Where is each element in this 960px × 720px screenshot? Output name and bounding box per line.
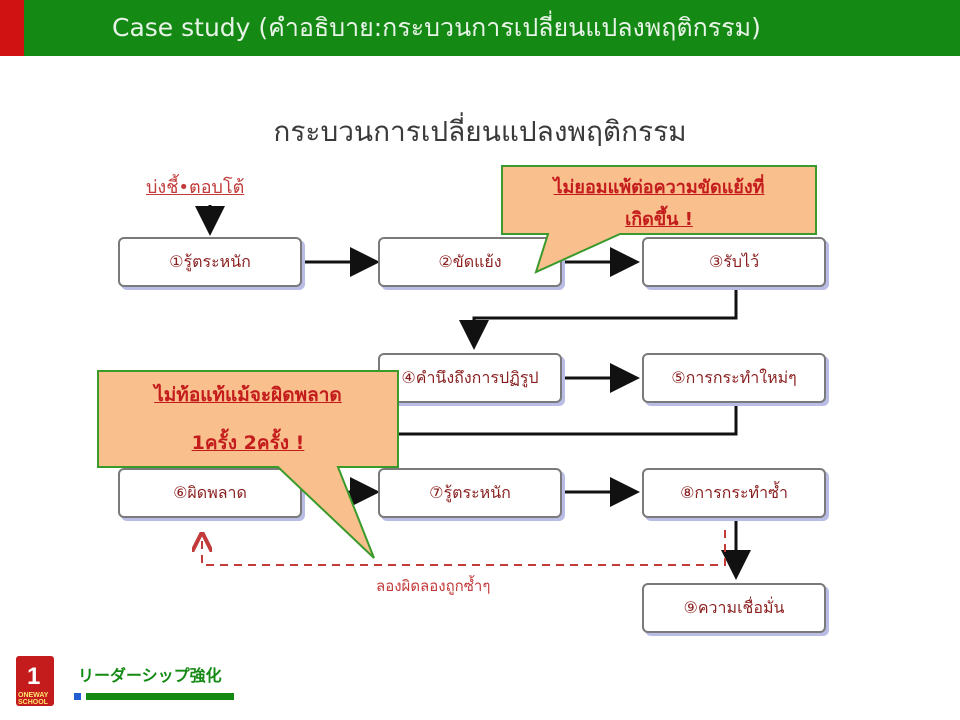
node-9: ⑨ความเชื่อมั่น xyxy=(642,583,826,633)
dashed-loop xyxy=(202,530,726,566)
footer-square xyxy=(74,693,81,700)
slide-title: Case study (คำอธิบาย:กระบวนการเปลี่ยนแปล… xyxy=(112,13,761,42)
arrow-3-4 xyxy=(459,290,738,350)
node-8: ⑧การกระทำซ้ำ xyxy=(642,468,826,518)
diagram-title: กระบวนการเปลี่ยนแปลงพฤติกรรม xyxy=(273,115,687,148)
node-4: ④คำนึงถึงการปฏิรูป xyxy=(378,353,562,403)
logo-text-1: 1 xyxy=(27,663,40,690)
node-5: ⑤การกระทำใหม่ๆ xyxy=(642,353,826,403)
node-6: ⑥ผิดพลาด xyxy=(118,468,302,518)
header-bar xyxy=(0,0,960,56)
node-3: ③รับไว้ xyxy=(642,237,826,287)
header-accent xyxy=(0,0,24,56)
callout-top-shape xyxy=(501,165,817,274)
callout-top-line1: ไม่ยอมแพ้ต่อความขัดแย้งที่ xyxy=(553,177,765,198)
logo-text-2: ONEWAY xyxy=(18,692,49,699)
node-2: ②ขัดแย้ง xyxy=(378,237,562,287)
trigger-label: บ่งชี้•ตอบโต้ xyxy=(146,177,245,198)
node-1: ①รู้ตระหนัก xyxy=(118,237,302,287)
callout-top-line2: เกิดขึ้น ! xyxy=(625,209,693,230)
logo-text-3: SCHOOL xyxy=(18,699,49,706)
footer-text: リーダーシップ強化 xyxy=(78,666,222,685)
callout-left-shape xyxy=(97,370,399,559)
dashed-loop-label: ลองผิดลองถูกซ้ำๆ xyxy=(376,577,491,595)
callout-left-line2: 1ครั้ง 2ครั้ง ! xyxy=(191,432,305,454)
node-7: ⑦รู้ตระหนัก xyxy=(378,468,562,518)
callout-left-line1: ไม่ท้อแท้แม้จะผิดพลาด xyxy=(154,384,342,406)
footer-line xyxy=(86,693,234,700)
